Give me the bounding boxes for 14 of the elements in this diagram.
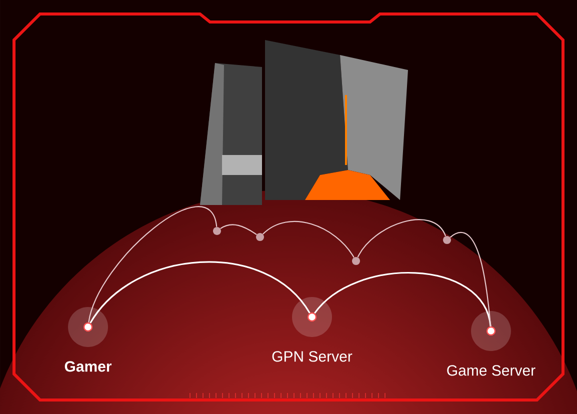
arc-line xyxy=(90,261,310,324)
arc-line xyxy=(450,232,492,326)
waypoint-dot xyxy=(213,227,221,235)
arc-line xyxy=(357,219,446,258)
arc-line xyxy=(88,206,218,323)
arc-line xyxy=(262,220,354,258)
node-label: GPN Server xyxy=(272,351,352,362)
waypoint-dot xyxy=(256,233,264,241)
node-label: Game Server xyxy=(447,365,536,376)
arc-line xyxy=(314,272,492,327)
waypoint-dot xyxy=(443,236,451,244)
node-label: Gamer xyxy=(64,361,112,372)
arc-line xyxy=(220,224,257,236)
waypoint-dot xyxy=(352,257,360,265)
